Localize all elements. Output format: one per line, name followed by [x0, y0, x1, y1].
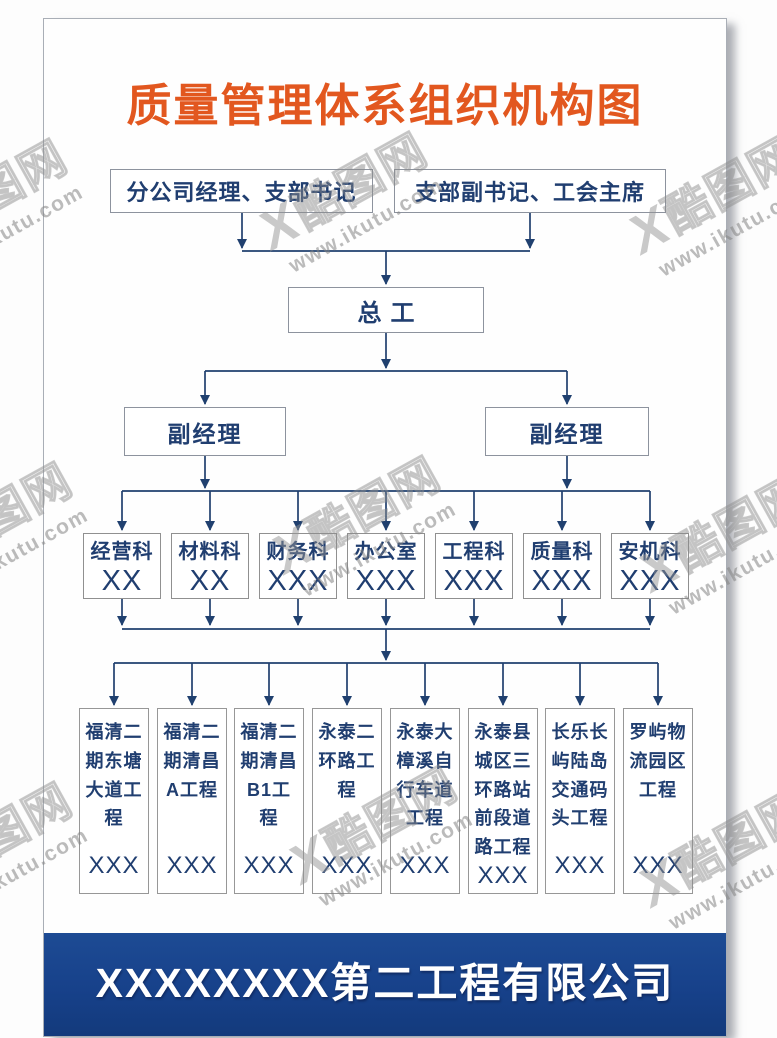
page-title: 质量管理体系组织机构图 — [126, 80, 644, 131]
project-staff: XXX — [632, 852, 684, 879]
project-staff: XXX — [166, 852, 218, 879]
box-deputy-manager-right: 副经理 — [485, 407, 649, 456]
org-chart-connectors — [109, 213, 663, 706]
department-staff: XXX — [619, 564, 681, 597]
box-department: 材料科 XX — [171, 533, 249, 599]
department-staff: XX — [101, 564, 143, 597]
project-name: 永泰县城区三环路站前段道路工程 — [474, 722, 532, 858]
box-project: 福清二期清昌A工程 XXX — [157, 708, 227, 894]
department-name: 经营科 — [90, 540, 154, 563]
department-name: 质量科 — [530, 540, 594, 563]
project-name: 长乐长屿陆岛交通码头工程 — [551, 722, 609, 829]
project-staff: XXX — [243, 852, 295, 879]
box-label: 分公司经理、支部书记 — [126, 180, 357, 205]
box-department: 财务科 XXX — [259, 533, 337, 599]
box-project: 永泰县城区三环路站前段道路工程 XXX — [468, 708, 538, 894]
project-name: 福清二期东塘大道工程 — [85, 722, 143, 829]
box-deputy-secretary: 支部副书记、工会主席 — [394, 169, 666, 213]
box-branch-manager: 分公司经理、支部书记 — [110, 169, 373, 213]
department-name: 办公室 — [354, 540, 418, 563]
project-staff: XXX — [554, 852, 606, 879]
project-staff: XXX — [399, 852, 451, 879]
project-name: 福清二期清昌A工程 — [163, 722, 221, 800]
project-staff: XXX — [477, 861, 529, 889]
project-staff: XXX — [88, 852, 140, 879]
box-project: 永泰大樟溪自行车道工程 XXX — [390, 708, 460, 894]
department-name: 安机科 — [618, 540, 682, 563]
department-staff: XXX — [355, 564, 417, 597]
department-staff: XXX — [531, 564, 593, 597]
box-label: 支部副书记、工会主席 — [414, 180, 645, 205]
box-department: 安机科 XXX — [611, 533, 689, 599]
project-name: 福清二期清昌B1工程 — [240, 722, 298, 829]
company-name: XXXXXXXX第二工程有限公司 — [95, 959, 675, 1006]
box-project: 永泰二环路工程 XXX — [312, 708, 382, 894]
project-staff: XXX — [321, 852, 373, 879]
department-name: 财务科 — [266, 540, 330, 563]
box-label: 副经理 — [529, 420, 605, 447]
company-footer-bar: XXXXXXXX第二工程有限公司 — [44, 933, 726, 1036]
project-name: 罗屿物流园区工程 — [629, 722, 687, 800]
department-name: 材料科 — [178, 540, 242, 563]
project-name: 永泰大樟溪自行车道工程 — [396, 722, 454, 829]
department-staff: XXX — [443, 564, 505, 597]
box-project: 长乐长屿陆岛交通码头工程 XXX — [545, 708, 615, 894]
box-department: 经营科 XX — [83, 533, 161, 599]
box-label: 总工 — [357, 299, 424, 327]
department-staff: XX — [189, 564, 231, 597]
department-staff: XXX — [267, 564, 329, 597]
box-chief-engineer: 总工 — [288, 287, 484, 333]
box-project: 罗屿物流园区工程 XXX — [623, 708, 693, 894]
box-department: 办公室 XXX — [347, 533, 425, 599]
org-chart-poster: 质量管理体系组织机构图 — [43, 18, 727, 1037]
box-label: 副经理 — [167, 420, 243, 447]
box-department: 工程科 XXX — [435, 533, 513, 599]
project-name: 永泰二环路工程 — [318, 722, 376, 800]
box-project: 福清二期东塘大道工程 XXX — [79, 708, 149, 894]
connector-lines — [109, 213, 663, 706]
box-department: 质量科 XXX — [523, 533, 601, 599]
department-name: 工程科 — [442, 540, 506, 563]
box-deputy-manager-left: 副经理 — [124, 407, 286, 456]
box-project: 福清二期清昌B1工程 XXX — [234, 708, 304, 894]
